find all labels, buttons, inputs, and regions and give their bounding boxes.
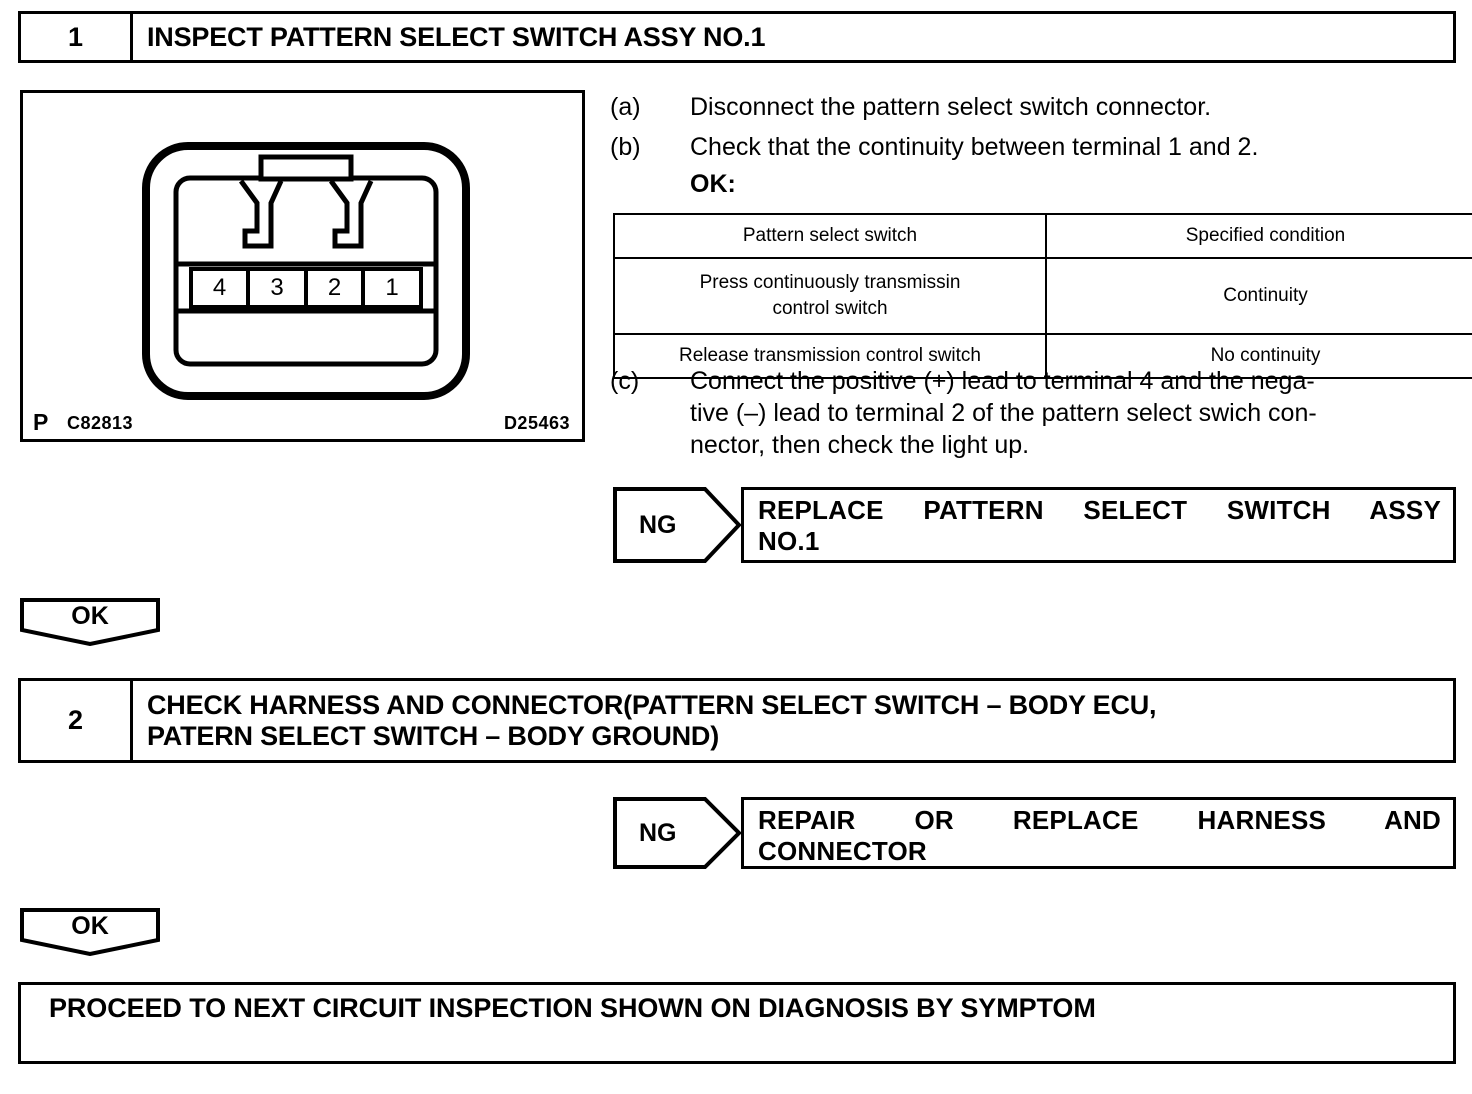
proceed-box: PROCEED TO NEXT CIRCUIT INSPECTION SHOWN… xyxy=(18,982,1456,1064)
step-1-title: INSPECT PATTERN SELECT SWITCH ASSY NO.1 xyxy=(147,21,766,52)
step-2-ok-branch: OK xyxy=(20,908,160,956)
ok-label-2: OK xyxy=(71,912,109,940)
table-cell-condition-line2: control switch xyxy=(772,298,888,319)
arrow-down-pentagon-icon xyxy=(20,908,160,956)
step-1-ng-result-line2: NO.1 xyxy=(758,525,820,556)
figure-code-right: D25463 xyxy=(503,413,570,433)
table-cell-result: No continuity xyxy=(1045,333,1472,379)
instruction-c-line1: Connect the positive (+) lead to termina… xyxy=(690,367,1315,395)
instruction-b-text: Check that the continuity between termin… xyxy=(690,133,1259,161)
instruction-c-tag: (c) xyxy=(610,367,640,395)
table-row: Press continuously transmissin control s… xyxy=(613,257,1472,335)
instruction-b: (b) Check that the continuity between te… xyxy=(610,132,1460,164)
table-cell-result: Continuity xyxy=(1045,257,1472,335)
instruction-c-text: Connect the positive (+) lead to termina… xyxy=(690,366,1460,461)
table-cell-condition: Release transmission control switch xyxy=(613,333,1047,379)
step-2-ng-result-line1: REPAIR OR REPLACE HARNESS AND xyxy=(758,805,1441,835)
figure-code-left: C82813 xyxy=(67,413,134,433)
table-header-specified: Specified condition xyxy=(1045,213,1472,259)
step-1-ng-result: REPLACE PATTERN SELECT SWITCH ASSY NO.1 xyxy=(741,487,1456,563)
specification-table: Pattern select switch Specified conditio… xyxy=(613,213,1472,379)
ng-arrow-2: NG xyxy=(613,797,741,869)
step-1-ok-branch: OK xyxy=(20,598,160,646)
step-2-ng-result: REPAIR OR REPLACE HARNESS AND CONNECTOR xyxy=(741,797,1456,869)
table-cell-condition-line1: Press continuously transmissin xyxy=(699,271,961,293)
step-1-number: 1 xyxy=(21,14,133,60)
arrow-right-pentagon-icon xyxy=(613,797,741,869)
table-cell-condition: Press continuously transmissin control s… xyxy=(613,257,1047,335)
arrow-right-pentagon-icon xyxy=(613,487,741,563)
step-1-ng-result-line1: REPLACE PATTERN SELECT SWITCH ASSY xyxy=(758,495,1441,525)
instruction-c-line2: tive (–) lead to terminal 2 of the patte… xyxy=(690,398,1317,427)
connector-diagram-icon xyxy=(142,142,470,400)
step-2-number: 2 xyxy=(21,681,133,760)
step-1-header: 1 INSPECT PATTERN SELECT SWITCH ASSY NO.… xyxy=(18,11,1456,63)
ng-label-1: NG xyxy=(639,510,677,539)
table-row: Release transmission control switch No c… xyxy=(613,333,1472,379)
instruction-a-tag: (a) xyxy=(610,93,641,121)
connector-figure: 4 3 2 1 P C82813 D25463 xyxy=(20,90,585,442)
step-2-header: 2 CHECK HARNESS AND CONNECTOR(PATTERN SE… xyxy=(18,678,1456,763)
ok-condition-label: OK: xyxy=(690,170,736,198)
step-2-ng-result-line2: CONNECTOR xyxy=(758,835,927,866)
instruction-a-text: Disconnect the pattern select switch con… xyxy=(690,93,1212,121)
ng-arrow-1: NG xyxy=(613,487,741,563)
step-2-title: CHECK HARNESS AND CONNECTOR(PATTERN SELE… xyxy=(133,681,1453,760)
table-header-condition: Pattern select switch xyxy=(613,213,1047,259)
step-2-title-line1: CHECK HARNESS AND CONNECTOR(PATTERN SELE… xyxy=(147,690,1157,721)
figure-code-prefix: P xyxy=(33,409,49,435)
instruction-a: (a) Disconnect the pattern select switch… xyxy=(610,92,1460,124)
step-2-ng-branch: NG REPAIR OR REPLACE HARNESS AND CONNECT… xyxy=(613,797,1456,869)
instruction-b-tag: (b) xyxy=(610,133,641,161)
step-1-ng-branch: NG REPLACE PATTERN SELECT SWITCH ASSY NO… xyxy=(613,487,1456,563)
ng-label-2: NG xyxy=(639,818,677,847)
table-header-row: Pattern select switch Specified conditio… xyxy=(613,213,1472,259)
arrow-down-pentagon-icon xyxy=(20,598,160,646)
instruction-c: (c) Connect the positive (+) lead to ter… xyxy=(610,366,1460,461)
ok-label-1: OK xyxy=(71,602,109,630)
step-2-title-line2: PATERN SELECT SWITCH – BODY GROUND) xyxy=(147,720,720,751)
instruction-c-line3: nector, then check the light up. xyxy=(690,430,1030,459)
